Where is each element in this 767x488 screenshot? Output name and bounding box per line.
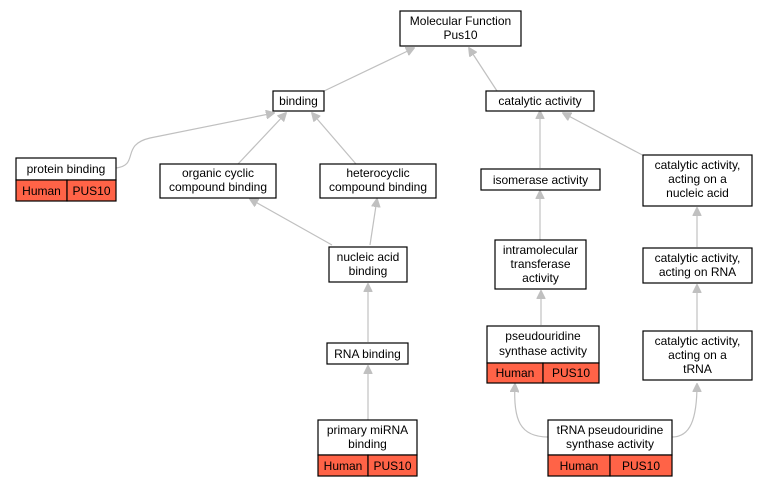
node-label-line: tRNA: [683, 362, 712, 376]
organism-label: Human: [324, 459, 363, 473]
node-primary-mirna-binding[interactable]: primary miRNA binding: [317, 419, 418, 456]
node-label-line: Molecular Function: [410, 14, 511, 28]
node-catalytic-activity-trna[interactable]: catalytic activity, acting on a tRNA: [642, 330, 753, 381]
node-label-line: binding: [279, 94, 318, 108]
node-heterocyclic-compound-binding[interactable]: heterocyclic compound binding: [319, 163, 437, 199]
edge-nucleic-organic: [250, 199, 333, 246]
node-catalytic-activity-nucleic-acid[interactable]: catalytic activity, acting on a nucleic …: [642, 154, 753, 207]
node-label-line: synthase activity: [499, 344, 587, 358]
node-label-line: acting on a: [668, 172, 727, 186]
annotation-trna-pseudouridine-synthase-activity: Human PUS10: [547, 454, 673, 477]
organism-label: Human: [22, 184, 61, 198]
node-label-line: Pus10: [443, 28, 477, 42]
edge-trna-pseudo-cat-trna: [671, 384, 697, 438]
node-organic-cyclic-compound-binding[interactable]: organic cyclic compound binding: [159, 163, 277, 199]
node-intramolecular-transferase-activity[interactable]: intramolecular transferase activity: [494, 239, 587, 290]
gene-label: PUS10: [72, 184, 110, 198]
gene-cell: [609, 454, 673, 477]
node-label-line: isomerase activity: [493, 173, 588, 187]
node-label-line: binding: [348, 437, 387, 451]
node-nucleic-acid-binding[interactable]: nucleic acid binding: [328, 246, 408, 283]
gene-cell: [367, 454, 418, 477]
node-catalytic-activity-rna[interactable]: catalytic activity, acting on RNA: [642, 247, 753, 284]
edge-trna-pseudo-pseudouridine: [515, 384, 549, 438]
node-protein-binding[interactable]: protein binding: [15, 157, 117, 181]
gene-cell: [542, 362, 600, 384]
node-label-line: compound binding: [169, 180, 267, 194]
annotation-primary-mirna-binding: Human PUS10: [317, 454, 418, 477]
node-catalytic-activity[interactable]: catalytic activity: [485, 90, 595, 112]
node-label-line: synthase activity: [566, 437, 654, 451]
node-pseudouridine-synthase-activity[interactable]: pseudouridine synthase activity: [486, 325, 600, 364]
node-label-line: acting on a: [668, 348, 727, 362]
organism-label: Human: [560, 459, 599, 473]
edge-cat-nucleic-catalytic: [563, 113, 649, 159]
node-label-line: heterocyclic: [346, 166, 409, 180]
node-label-line: catalytic activity,: [655, 158, 741, 172]
node-label-line: acting on RNA: [659, 265, 736, 279]
node-label-line: activity: [522, 271, 559, 285]
node-label-line: protein binding: [27, 162, 106, 176]
gene-cell: [66, 179, 117, 202]
node-label-line: binding: [349, 264, 388, 278]
node-label-line: catalytic activity,: [655, 334, 741, 348]
node-isomerase-activity[interactable]: isomerase activity: [480, 168, 601, 191]
node-label-line: primary miRNA: [327, 423, 408, 437]
annotation-protein-binding: Human PUS10: [15, 179, 117, 202]
node-label-line: RNA binding: [334, 347, 401, 361]
node-label-line: nucleic acid: [337, 250, 400, 264]
edge-nucleic-heterocyclic: [369, 199, 377, 246]
organism-label: Human: [496, 366, 535, 380]
node-molecular-function-pus10[interactable]: Molecular Function Pus10: [399, 10, 522, 47]
edge-protein-binding-binding: [115, 113, 274, 169]
node-label-line: compound binding: [329, 180, 427, 194]
node-label-line: intramolecular: [503, 243, 578, 257]
node-label-line: organic cyclic: [182, 166, 254, 180]
gene-label: PUS10: [552, 366, 590, 380]
node-trna-pseudouridine-synthase-activity[interactable]: tRNA pseudouridine synthase activity: [547, 419, 673, 456]
edges: [115, 48, 697, 438]
edge-heterocyclic-binding: [312, 113, 357, 165]
node-label-line: tRNA pseudouridine: [557, 423, 664, 437]
node-label-line: transferase: [510, 257, 570, 271]
gene-label: PUS10: [373, 459, 411, 473]
edge-organic-cyclic-binding: [237, 113, 286, 165]
node-label-line: catalytic activity,: [655, 251, 741, 265]
edge-catalytic-root: [469, 48, 498, 92]
gene-label: PUS10: [622, 459, 660, 473]
node-label-line: pseudouridine: [505, 329, 581, 343]
annotation-pseudouridine-synthase-activity: Human PUS10: [486, 362, 600, 384]
node-label-line: catalytic activity: [498, 94, 581, 108]
node-label-line: nucleic acid: [666, 186, 729, 200]
node-rna-binding[interactable]: RNA binding: [326, 342, 409, 365]
node-binding[interactable]: binding: [272, 90, 325, 112]
edge-binding-root: [321, 48, 414, 93]
